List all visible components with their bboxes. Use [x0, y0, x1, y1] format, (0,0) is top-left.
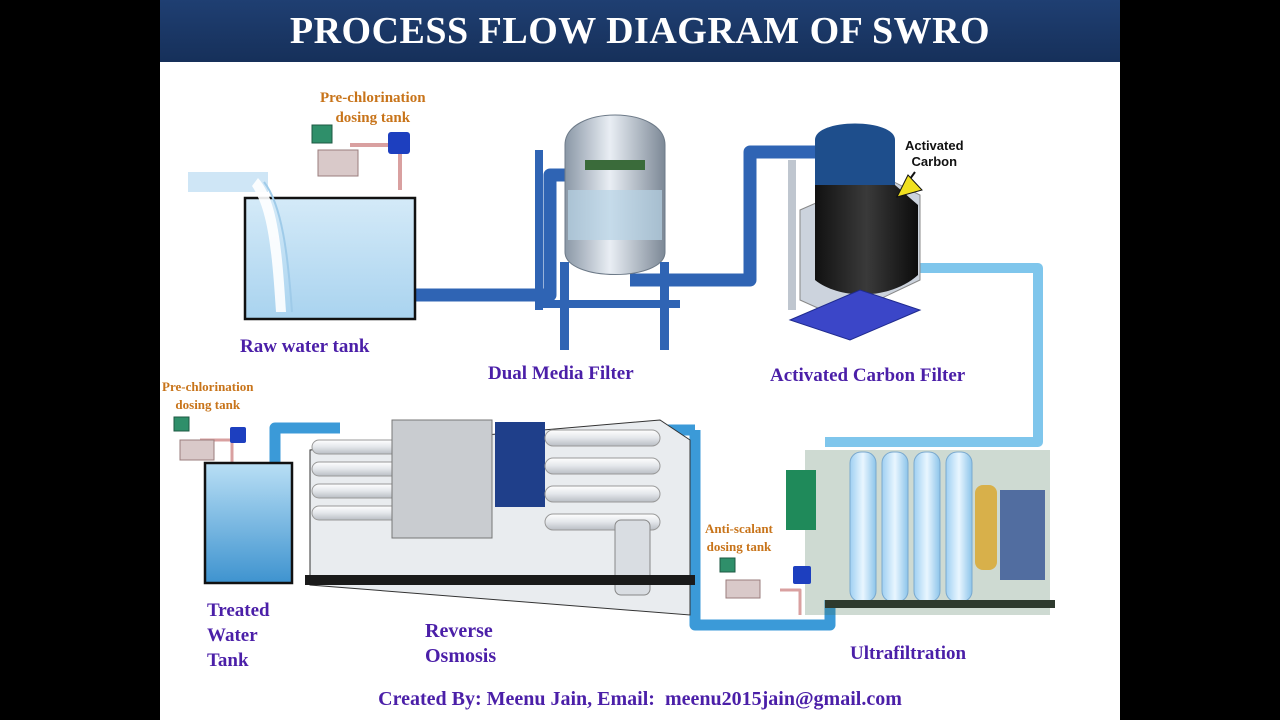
- anti-scalant-label: Anti-scalant dosing tank: [705, 520, 773, 556]
- slide: PROCESS FLOW DIAGRAM OF SWRO: [160, 0, 1120, 720]
- activated-carbon-filter: [788, 123, 923, 341]
- reverse-osmosis-label-line: Reverse: [425, 620, 493, 642]
- dosing-label-line: Anti-scalant: [705, 521, 773, 536]
- anti-scalant-dosing-unit: [719, 557, 811, 599]
- raw-water-tank: [188, 172, 417, 321]
- dual-media-filter: [535, 114, 680, 350]
- treated-water-tank: [203, 461, 294, 585]
- dosing-label-line: Pre-chlorination: [162, 379, 254, 394]
- process-diagram: [173, 114, 1055, 631]
- treated-water-tank-label: Treated Water Tank: [207, 598, 270, 673]
- treated-water-tank-label-line: Treated: [207, 600, 270, 621]
- activated-carbon-filter-label: Activated Carbon Filter: [770, 365, 966, 386]
- treated-water-tank-label-line: Tank: [207, 650, 249, 671]
- title-bar: PROCESS FLOW DIAGRAM OF SWRO: [160, 0, 1120, 62]
- dual-media-filter-label: Dual Media Filter: [488, 363, 634, 384]
- page-title: PROCESS FLOW DIAGRAM OF SWRO: [289, 10, 991, 52]
- activated-carbon-callout: Activated Carbon: [905, 138, 964, 170]
- treated-water-tank-label-line: Water: [207, 625, 258, 646]
- footer-credit: Created By: Meenu Jain, Email: meenu2015…: [378, 688, 902, 710]
- ultrafiltration-label: Ultrafiltration: [850, 643, 967, 664]
- pre-chlorination-label-bottom: Pre-chlorination dosing tank: [162, 378, 253, 414]
- dosing-label-line: dosing tank: [175, 397, 241, 412]
- dosing-label-line: Pre-chlorination: [320, 90, 426, 106]
- reverse-osmosis-label-line: Osmosis: [425, 645, 497, 667]
- carbon-callout-line: Activated: [905, 138, 964, 153]
- pre-chlorination-dosing-unit-bottom: [173, 416, 246, 461]
- raw-water-tank-label: Raw water tank: [240, 336, 370, 357]
- dosing-label-line: dosing tank: [335, 110, 411, 126]
- carbon-callout-line: Carbon: [911, 154, 958, 169]
- dosing-label-line: dosing tank: [706, 539, 772, 554]
- pre-chlorination-label-top: Pre-chlorination dosing tank: [320, 88, 426, 128]
- reverse-osmosis-unit: [305, 419, 695, 616]
- pre-chlorination-dosing-unit-top: [311, 124, 410, 177]
- reverse-osmosis-label: Reverse Osmosis: [425, 619, 496, 669]
- ultrafiltration-unit: [786, 450, 1055, 615]
